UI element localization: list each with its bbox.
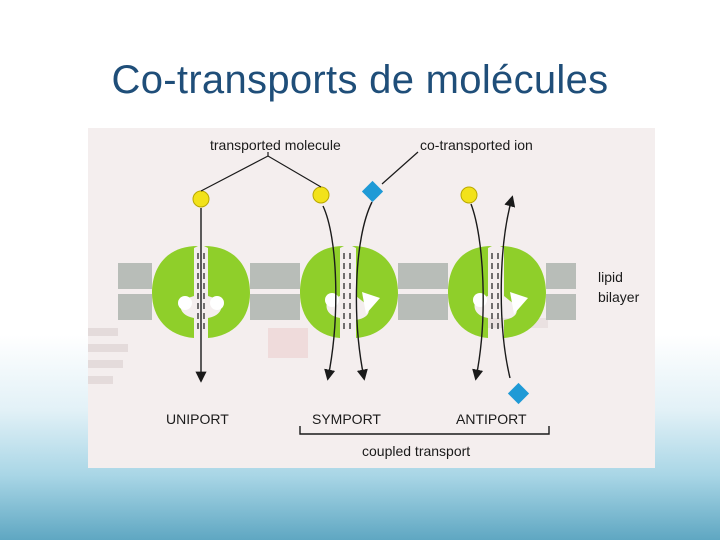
label-symport: SYMPORT bbox=[312, 411, 381, 427]
molecule-symport bbox=[312, 186, 330, 204]
transported-molecules bbox=[192, 186, 478, 208]
label-transported-molecule: transported molecule bbox=[210, 137, 341, 153]
slide-title: Co-transports de molécules bbox=[111, 58, 609, 102]
symport-arrow-molecule bbox=[322, 205, 337, 381]
transport-arrows bbox=[195, 195, 516, 383]
ion-antiport bbox=[507, 382, 530, 405]
label-uniport: UNIPORT bbox=[166, 411, 229, 427]
molecule-antiport bbox=[460, 186, 478, 204]
label-bilayer: bilayer bbox=[598, 289, 640, 305]
transport-diagram: transported molecule co-transported ion … bbox=[88, 128, 655, 468]
diagram-canvas: transported molecule co-transported ion … bbox=[88, 137, 640, 459]
antiport-arrow-ion bbox=[500, 195, 516, 379]
carrier-channels bbox=[197, 253, 499, 333]
molecule-uniport bbox=[192, 190, 210, 208]
coupled-transport-bracket bbox=[299, 426, 550, 435]
label-pointers bbox=[200, 151, 419, 192]
label-coupled-transport: coupled transport bbox=[362, 443, 470, 459]
label-antiport: ANTIPORT bbox=[456, 411, 527, 427]
carrier-protein-uniport bbox=[152, 246, 250, 338]
label-lipid: lipid bbox=[598, 269, 623, 285]
antiport-arrow-molecule bbox=[470, 203, 484, 381]
label-co-transported-ion: co-transported ion bbox=[420, 137, 533, 153]
carrier-protein-symport bbox=[300, 246, 398, 338]
ion-symport bbox=[361, 180, 384, 203]
lipid-bilayer bbox=[118, 263, 576, 320]
symport-arrow-ion bbox=[355, 201, 373, 381]
